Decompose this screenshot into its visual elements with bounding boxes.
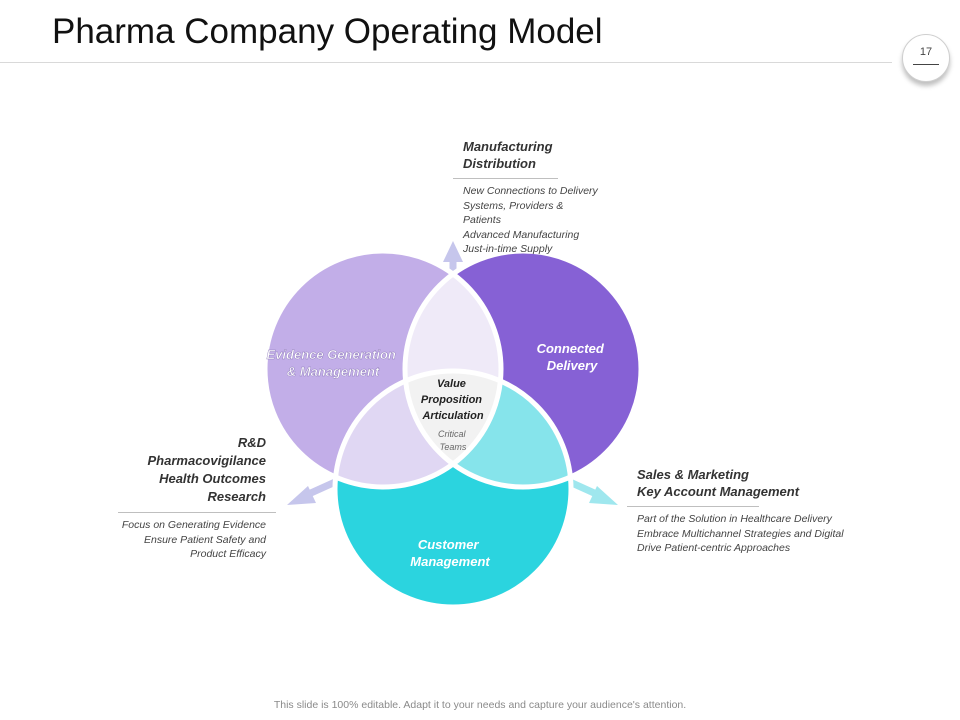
callout-sales: Sales & Marketing Key Account Management…	[627, 466, 877, 556]
page-number: 17	[919, 46, 933, 58]
callout-right-detail: Part of the Solution in Healthcare Deliv…	[637, 513, 832, 525]
callout-top-heading-line: Manufacturing	[463, 139, 553, 154]
footer-note: This slide is 100% editable. Adapt it to…	[273, 699, 687, 711]
callout-right-divider	[627, 506, 759, 507]
connected-label-line-2: Delivery	[547, 358, 598, 373]
center-subtitle-line-1: Critical	[438, 429, 467, 439]
evidence-label-line-2: & Management	[287, 364, 380, 379]
callout-top-details: New Connections to Delivery Systems, Pro…	[463, 184, 603, 257]
center-title-line-3: Articulation	[421, 410, 483, 422]
evidence-label: Evidence Generation & Management	[267, 347, 400, 379]
page-title: Pharma Company Operating Model	[52, 12, 603, 51]
callout-right-details: Part of the Solution in Healthcare Deliv…	[637, 512, 877, 556]
center-subtitle-line-2: Teams	[440, 442, 467, 452]
connected-label: Connected Delivery	[537, 341, 608, 373]
callout-right-heading: Sales & Marketing Key Account Management	[637, 466, 877, 500]
callout-rnd: R&D Pharmacovigilance Health Outcomes Re…	[110, 434, 276, 562]
callout-left-details: Focus on Generating Evidence Ensure Pati…	[110, 518, 266, 562]
callout-right-detail: Embrace Multichannel Strategies and Digi…	[637, 527, 844, 540]
callout-left-heading-line: Pharmacovigilance	[147, 453, 267, 468]
callout-top-detail: Just-in-time Supply	[463, 243, 553, 255]
callout-top-heading: Manufacturing Distribution	[463, 138, 603, 172]
callout-left-heading-line: Health Outcomes	[159, 471, 266, 486]
callout-left-detail: Focus on Generating Evidence	[121, 519, 266, 531]
connected-label-line-1: Connected	[537, 341, 605, 356]
circle-connected-outline	[402, 248, 644, 490]
callout-left-heading-line: Research	[207, 489, 266, 504]
center-title-line-1: Value	[437, 378, 466, 390]
circle-customer-outline	[332, 368, 574, 610]
callout-top-detail: Systems, Providers & Patients	[463, 199, 564, 227]
callout-top-detail: Advanced Manufacturing	[463, 228, 580, 241]
callout-left-heading-line: R&D	[237, 435, 266, 450]
page-number-badge: 17	[902, 34, 950, 82]
page-number-underline	[913, 64, 939, 65]
callout-top-divider	[453, 178, 558, 179]
customer-label-line-2: Management	[410, 554, 490, 569]
callout-left-heading: R&D Pharmacovigilance Health Outcomes Re…	[110, 434, 267, 506]
callout-right-heading-line: Sales & Marketing	[637, 467, 749, 482]
callout-left-detail: Ensure Patient Safety and	[144, 533, 266, 546]
callout-top-detail: New Connections to Delivery	[463, 185, 598, 197]
callout-manufacturing: Manufacturing Distribution New Connectio…	[453, 138, 603, 257]
callout-right-detail: Drive Patient-centric Approaches	[637, 542, 791, 554]
callout-top-heading-line: Distribution	[463, 156, 536, 171]
overlap-right	[405, 371, 571, 487]
customer-label: Customer Management	[410, 537, 490, 569]
overlap-left	[335, 371, 501, 487]
callout-right-heading-line: Key Account Management	[637, 484, 800, 499]
header-divider	[0, 62, 892, 63]
customer-label-line-1: Customer	[418, 537, 480, 552]
circle-evidence-outline	[262, 248, 504, 490]
callout-left-detail: Product Efficacy	[190, 548, 266, 560]
center-title-line-2: Proposition	[421, 394, 482, 406]
callout-left-divider	[118, 512, 276, 513]
center-title: Value Proposition Articulation	[421, 378, 485, 422]
center-subtitle: Critical Teams	[438, 429, 468, 452]
